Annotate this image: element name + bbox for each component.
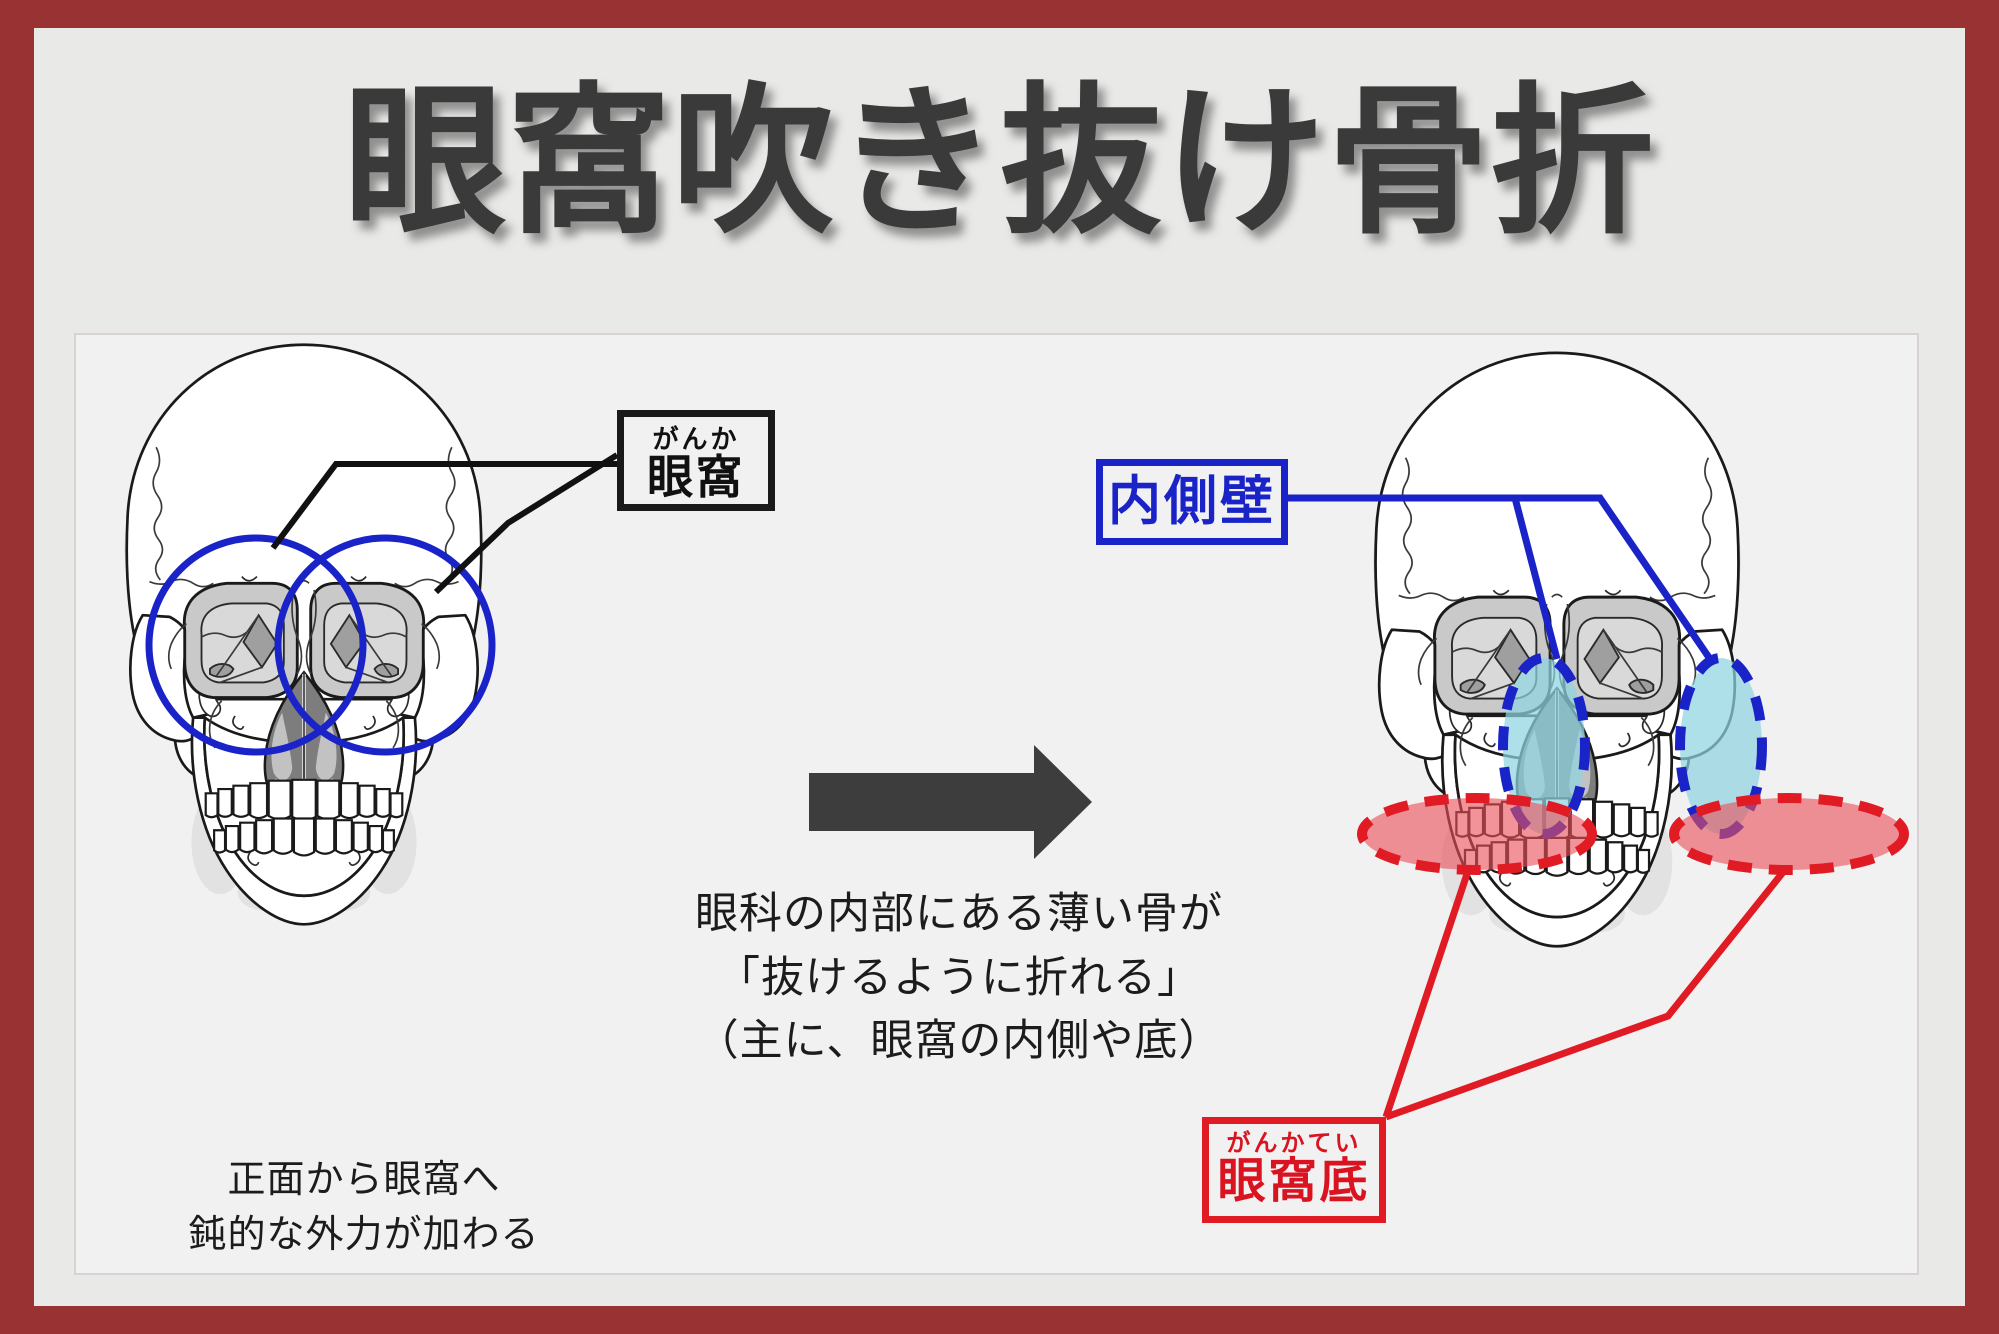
left-caption: 正面から眼窩へ 鈍的な外力が加わる xyxy=(154,1153,574,1263)
left-caption-line1: 正面から眼窩へ xyxy=(227,1159,501,1201)
page-title: 眼窩吹き抜け骨折 xyxy=(343,69,1656,257)
label-box-medial-wall[interactable]: 内側壁 xyxy=(1096,459,1288,545)
center-description: 眼科の内部にある薄い骨が 「抜けるように折れる」 （主に、眼窩の内側や底） xyxy=(634,883,1284,1074)
medial-wall-label: 内側壁 xyxy=(1108,472,1276,531)
label-box-orbital-floor[interactable]: がんかてい 眼窩底 xyxy=(1202,1117,1386,1223)
label-box-orbit[interactable]: がんか 眼窩 xyxy=(617,410,775,511)
center-description-line1: 眼科の内部にある薄い骨が xyxy=(695,891,1223,938)
orbital-floor-label: 眼窩底 xyxy=(1217,1155,1371,1208)
center-description-line3: （主に、眼窩の内側や底） xyxy=(695,1018,1223,1066)
orbit-ruby: がんか xyxy=(652,425,740,454)
content-panel xyxy=(74,333,1919,1275)
slide-canvas: 眼窩吹き抜け骨折 .bone{fill:#ffffff;stroke:#1a1a… xyxy=(34,28,1965,1306)
orbit-label: 眼窩 xyxy=(647,452,745,503)
center-description-line2: 「抜けるように折れる」 xyxy=(717,954,1201,1002)
orbital-floor-ruby: がんかてい xyxy=(1226,1131,1362,1157)
left-caption-line2: 鈍的な外力が加わる xyxy=(188,1214,540,1257)
